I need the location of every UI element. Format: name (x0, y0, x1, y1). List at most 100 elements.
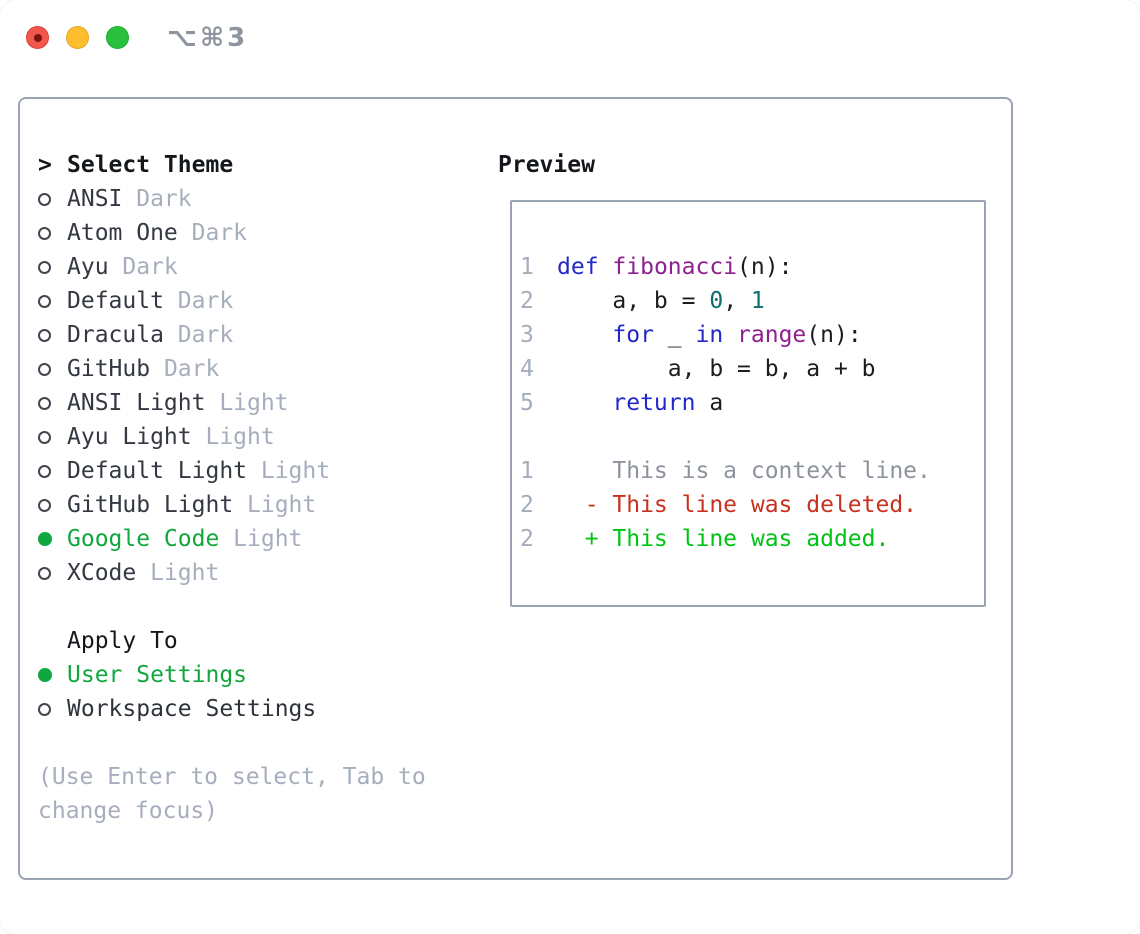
close-button[interactable] (26, 26, 49, 49)
theme-name: ANSI (67, 186, 123, 212)
diff-line-added: 2 + This line was added. (520, 522, 984, 556)
diff-line-context: 1 This is a context line. (520, 454, 984, 488)
cursor-icon: > (38, 152, 52, 178)
diff-text-deleted: - This line was deleted. (557, 492, 918, 518)
theme-option-default-dark[interactable]: Default Dark (38, 284, 488, 318)
diff-preview: 1 This is a context line.2 - This line w… (520, 454, 984, 556)
token-keyword: for (612, 322, 654, 348)
apply-option-label: Workspace Settings (67, 696, 317, 722)
line-number: 2 (520, 492, 534, 518)
radio-icon (38, 566, 51, 580)
theme-option-ansi-light-light[interactable]: ANSI Light Light (38, 386, 488, 420)
radio-icon (38, 226, 51, 240)
close-recording-dot-icon (33, 33, 42, 42)
radio-icon (38, 362, 51, 376)
apply-to-title: Apply To (67, 628, 178, 654)
radio-icon (38, 498, 51, 512)
line-number: 2 (520, 526, 534, 552)
token-plain (723, 322, 737, 348)
theme-variant-badge: Dark (191, 220, 248, 246)
hint-text-line-1: (Use Enter to select, Tab to (38, 764, 426, 790)
theme-name: ANSI Light (67, 390, 206, 416)
code-line-4: 4 a, b = b, a + b (520, 352, 984, 386)
diff-text-added: + This line was added. (557, 526, 890, 552)
select-theme-header: > Select Theme (38, 148, 488, 182)
theme-option-github-light-light[interactable]: GitHub Light Light (38, 488, 488, 522)
theme-variant-badge: Dark (163, 356, 220, 382)
minimize-button[interactable] (66, 26, 89, 49)
radio-icon (38, 192, 51, 206)
theme-option-ayu-light-light[interactable]: Ayu Light Light (38, 420, 488, 454)
token-plain (557, 390, 612, 416)
token-plain: a, b = b, a + b (557, 356, 876, 382)
theme-name: Atom One (67, 220, 178, 246)
token-plain: (n): (737, 254, 793, 280)
radio-icon (38, 328, 51, 342)
theme-option-xcode-light[interactable]: XCode Light (38, 556, 488, 590)
theme-variant-badge: Dark (122, 254, 178, 280)
radio-icon (38, 464, 51, 478)
spacer (38, 590, 488, 624)
radio-icon (38, 260, 51, 274)
token-plain: a (695, 390, 724, 416)
apply-option-label: User Settings (67, 662, 248, 688)
spacer (38, 726, 488, 760)
apply-to-header: Apply To (38, 624, 488, 658)
line-number: 5 (520, 390, 534, 416)
radio-selected-icon (38, 668, 52, 682)
theme-variant-badge: Light (247, 492, 317, 518)
line-number: 1 (520, 458, 534, 484)
token-function: range (737, 322, 807, 348)
theme-variant-badge: Light (150, 560, 220, 586)
theme-variant-badge: Light (219, 390, 289, 416)
theme-name: GitHub Light (67, 492, 234, 518)
traffic-lights (26, 26, 129, 49)
theme-variant-badge: Light (205, 424, 275, 450)
token-keyword: def (557, 254, 599, 280)
radio-icon (38, 430, 51, 444)
theme-variant-badge: Dark (177, 322, 234, 348)
theme-variant-badge: Dark (177, 288, 234, 314)
select-theme-title: Select Theme (67, 152, 234, 178)
window-title: ⌥⌘3 (167, 22, 249, 53)
line-number: 4 (520, 356, 534, 382)
theme-name: GitHub (67, 356, 151, 382)
line-number: 2 (520, 288, 534, 314)
diff-line-deleted: 2 - This line was deleted. (520, 488, 984, 522)
zoom-button[interactable] (106, 26, 129, 49)
diff-text-context: This is a context line. (557, 458, 931, 484)
apply-option-user-settings[interactable]: User Settings (38, 658, 488, 692)
theme-name: XCode (67, 560, 137, 586)
line-number: 3 (520, 322, 534, 348)
spacer (520, 420, 984, 454)
token-keyword: in (695, 322, 724, 348)
titlebar: ⌥⌘3 (0, 0, 1140, 75)
theme-name: Ayu Light (67, 424, 192, 450)
token-plain: (n): (806, 322, 862, 348)
theme-name: Default (67, 288, 164, 314)
theme-option-github-dark[interactable]: GitHub Dark (38, 352, 488, 386)
token-plain: a, b = (557, 288, 710, 314)
theme-option-atom-one-dark[interactable]: Atom One Dark (38, 216, 488, 250)
hint-text-line-2: change focus) (38, 798, 219, 824)
theme-name: Google Code (67, 526, 220, 552)
code-line-2: 2 a, b = 0, 1 (520, 284, 984, 318)
radio-selected-icon (38, 532, 52, 546)
code-line-5: 5 return a (520, 386, 984, 420)
apply-option-workspace-settings[interactable]: Workspace Settings (38, 692, 488, 726)
token-plain (557, 322, 612, 348)
theme-name: Default Light (67, 458, 248, 484)
token-plain: , (723, 288, 751, 314)
radio-icon (38, 396, 51, 410)
token-function: fibonacci (612, 254, 738, 280)
